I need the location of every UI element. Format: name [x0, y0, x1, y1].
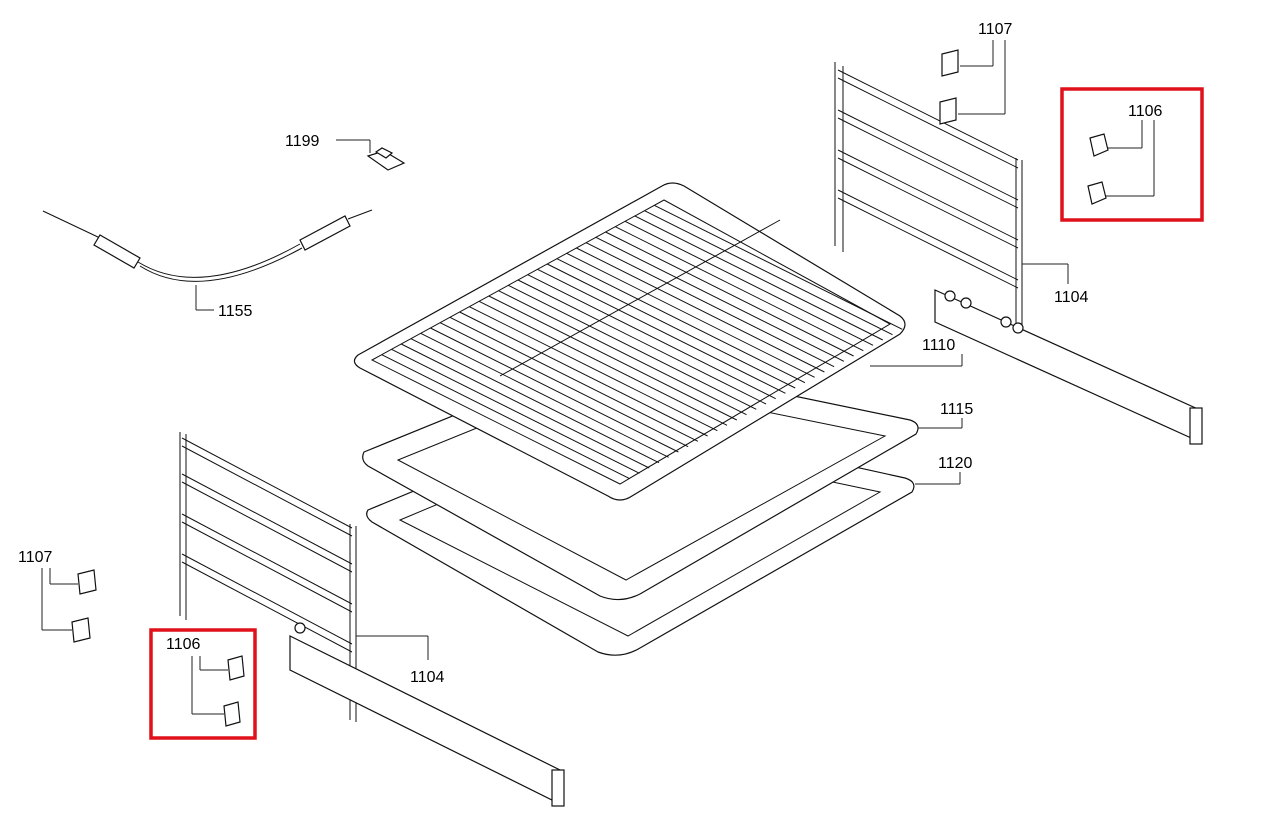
rail-shelf: [837, 197, 1019, 289]
rack-wire: [410, 338, 660, 464]
clip-1107-right: [939, 40, 1006, 125]
rail-shelf: [837, 189, 1019, 281]
right-rail-shelves: [837, 69, 1019, 289]
rail-shelf: [837, 149, 1019, 241]
label-1115: 1115: [940, 401, 973, 418]
rack-wire: [391, 348, 640, 474]
rail-shelf: [181, 473, 353, 565]
rack-wire: [566, 252, 815, 378]
clip-1106-right: [1087, 120, 1155, 205]
rack-wire: [400, 343, 650, 469]
label-1107-left: 1107: [18, 549, 53, 566]
rail-shelf: [837, 69, 1019, 161]
clip-1106-left: [191, 655, 245, 727]
clip-1107-left: [41, 568, 97, 643]
label-1110: 1110: [922, 337, 955, 354]
rack-wire: [556, 258, 806, 384]
clip-1199: [336, 139, 406, 171]
rack-wire: [537, 268, 786, 394]
rack-wire: [585, 242, 835, 368]
rack-wire: [430, 327, 679, 453]
cable-1155: [42, 209, 373, 311]
rail-shelf: [837, 117, 1019, 209]
rack-wire: [615, 226, 864, 352]
left-rail-shelves: [181, 437, 353, 653]
rack-wire: [459, 311, 708, 437]
rail-shelf: [181, 561, 353, 653]
highlight-box-1106-right: [1060, 87, 1204, 222]
rack-wire: [498, 290, 747, 416]
rack-wire: [605, 231, 854, 357]
rail-shelf: [181, 437, 353, 529]
rack-wire: [624, 220, 874, 346]
rack-wire: [644, 210, 893, 336]
rack-wire: [595, 236, 845, 362]
rail-shelf: [837, 109, 1019, 201]
rack-wire: [576, 247, 825, 373]
rack-wire: [478, 300, 728, 426]
label-1107-right: 1107: [978, 21, 1013, 38]
rack-wire: [499, 219, 781, 377]
rail-shelf: [181, 553, 353, 645]
rack-wire: [469, 306, 718, 432]
side-rail-left-1104: [179, 432, 565, 807]
rack-wire: [546, 263, 796, 389]
label-1155: 1155: [218, 303, 253, 320]
wire-rack-1110: [353, 182, 906, 501]
side-rail-right-1104: [834, 62, 1203, 445]
rack-wire: [517, 279, 767, 405]
label-1106-right: 1106: [1128, 103, 1163, 120]
rack-wire: [381, 354, 630, 480]
rail-shelf: [837, 157, 1019, 249]
rail-shelf: [181, 445, 353, 537]
label-1104-left: 1104: [410, 669, 445, 686]
rail-shelf: [837, 77, 1019, 169]
rail-shelf: [181, 521, 353, 613]
rail-shelf: [181, 481, 353, 573]
label-1199: 1199: [285, 133, 320, 150]
highlight-box-1106-left: [149, 628, 257, 740]
rack-wire: [654, 204, 903, 330]
rack-wire: [527, 274, 776, 400]
rack-wire: [449, 316, 699, 442]
rack-wire: [420, 332, 669, 458]
rack-wire: [634, 215, 884, 341]
label-1106-left: 1106: [166, 636, 201, 653]
rack-wire: [508, 284, 757, 410]
rack-grid-wires: [381, 204, 903, 480]
rack-wire: [439, 322, 689, 448]
rail-shelf: [181, 513, 353, 605]
label-1120: 1120: [938, 455, 973, 472]
label-1104-right: 1104: [1054, 289, 1089, 306]
rack-wire: [488, 295, 738, 421]
